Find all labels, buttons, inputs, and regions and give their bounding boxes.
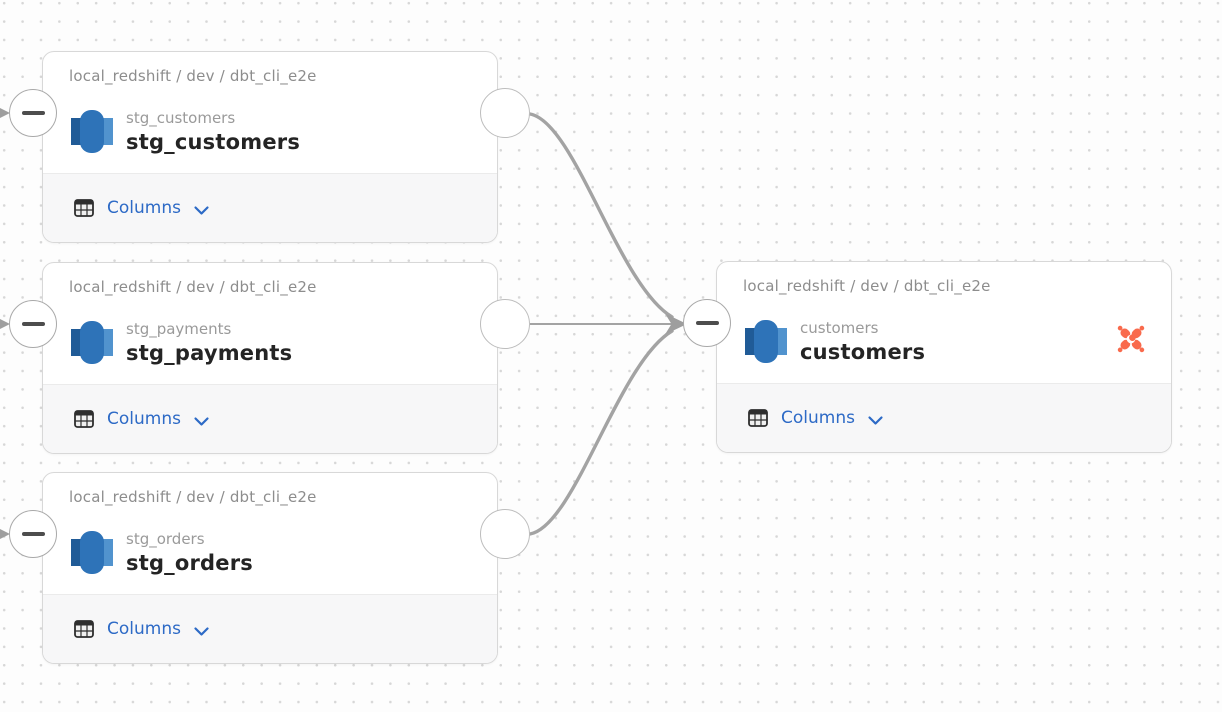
columns-toggle[interactable]: Columns — [781, 408, 855, 428]
model-name: stg_payments — [126, 319, 232, 338]
minus-icon — [21, 322, 45, 326]
columns-footer: Columns — [717, 383, 1171, 452]
model-name: customers — [800, 318, 879, 337]
dbt-logo-icon — [1116, 324, 1146, 354]
columns-footer: Columns — [43, 594, 497, 663]
columns-footer: Columns — [43, 173, 497, 242]
lineage-node-stg-customers[interactable]: local_redshift / dev / dbt_cli_e2e stg_c… — [42, 51, 498, 243]
table-grid-icon — [73, 408, 95, 430]
chevron-down-icon[interactable] — [193, 626, 210, 637]
chevron-down-icon[interactable] — [193, 205, 210, 216]
table-title: stg_orders — [126, 550, 253, 575]
redshift-database-icon — [69, 529, 115, 575]
lineage-node-stg-orders[interactable]: local_redshift / dev / dbt_cli_e2e stg_o… — [42, 472, 498, 664]
redshift-database-icon — [69, 319, 115, 365]
table-title: stg_payments — [126, 340, 293, 365]
model-name: stg_orders — [126, 529, 205, 548]
chevron-down-icon[interactable] — [193, 416, 210, 427]
collapse-button-customers[interactable] — [683, 299, 731, 347]
minus-icon — [695, 321, 719, 325]
table-grid-icon — [73, 197, 95, 219]
minus-icon — [21, 111, 45, 115]
table-grid-icon — [747, 407, 769, 429]
output-handle-stg-customers[interactable] — [480, 88, 530, 138]
columns-toggle[interactable]: Columns — [107, 619, 181, 639]
minus-icon — [21, 532, 45, 536]
lineage-node-stg-payments[interactable]: local_redshift / dev / dbt_cli_e2e stg_p… — [42, 262, 498, 454]
columns-footer: Columns — [43, 384, 497, 453]
table-title: stg_customers — [126, 129, 301, 154]
columns-toggle[interactable]: Columns — [107, 409, 181, 429]
lineage-node-customers[interactable]: local_redshift / dev / dbt_cli_e2e custo… — [716, 261, 1172, 453]
columns-toggle[interactable]: Columns — [107, 198, 181, 218]
redshift-database-icon — [69, 108, 115, 154]
collapse-button-stg-payments[interactable] — [9, 300, 57, 348]
breadcrumb: local_redshift / dev / dbt_cli_e2e — [743, 277, 991, 295]
collapse-button-stg-orders[interactable] — [9, 510, 57, 558]
table-title: customers — [800, 339, 926, 364]
output-handle-stg-payments[interactable] — [480, 299, 530, 349]
model-name: stg_customers — [126, 108, 236, 127]
collapse-button-stg-customers[interactable] — [9, 89, 57, 137]
redshift-database-icon — [743, 318, 789, 364]
breadcrumb: local_redshift / dev / dbt_cli_e2e — [69, 488, 317, 506]
breadcrumb: local_redshift / dev / dbt_cli_e2e — [69, 278, 317, 296]
output-handle-stg-orders[interactable] — [480, 509, 530, 559]
table-grid-icon — [73, 618, 95, 640]
breadcrumb: local_redshift / dev / dbt_cli_e2e — [69, 67, 317, 85]
edge-stg-orders-to-customers — [528, 329, 674, 536]
edge-stg-customers-to-customers — [528, 112, 674, 319]
chevron-down-icon[interactable] — [867, 415, 884, 426]
